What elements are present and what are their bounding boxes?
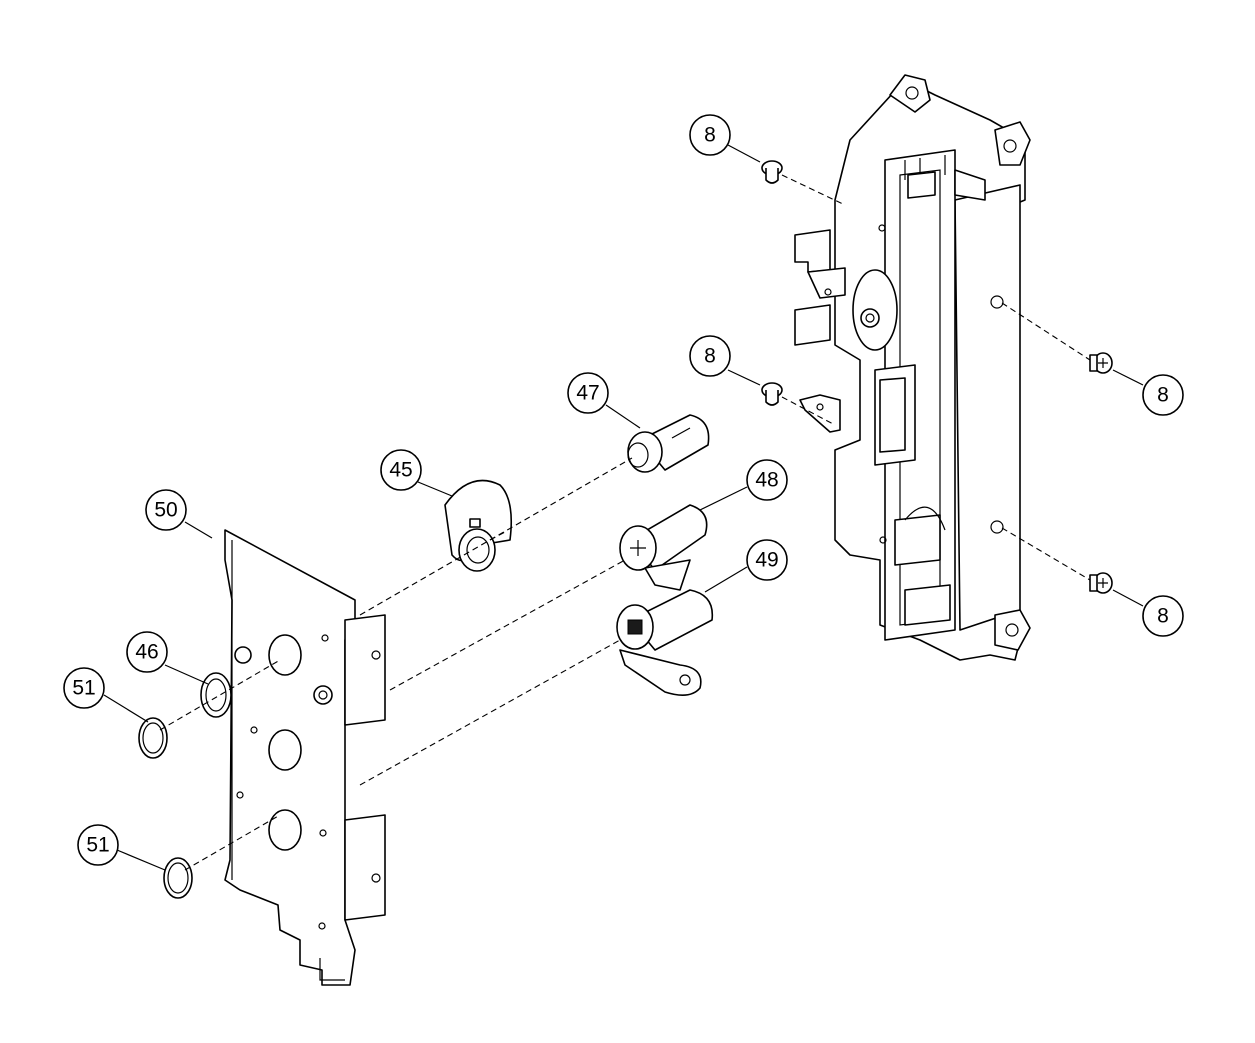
callout-label: 8 <box>1157 384 1169 407</box>
callout-8-right-lower: 8 <box>1142 595 1184 637</box>
leader-lines <box>103 144 1144 871</box>
cam-disc <box>444 479 513 572</box>
shaft-48 <box>619 504 708 591</box>
callout-49: 49 <box>746 539 788 581</box>
callout-label: 51 <box>72 677 95 700</box>
screw-right-upper <box>1089 352 1113 374</box>
screw-right-lower <box>1089 572 1113 594</box>
callout-label: 51 <box>86 834 109 857</box>
callout-47: 47 <box>567 372 609 414</box>
washer-46 <box>200 672 232 718</box>
callout-50: 50 <box>145 489 187 531</box>
callout-label: 8 <box>704 345 716 368</box>
callout-label: 8 <box>1157 605 1169 628</box>
callout-label: 48 <box>755 469 778 492</box>
callout-51-lower: 51 <box>77 824 119 866</box>
callout-8-right-upper: 8 <box>1142 374 1184 416</box>
shaft-47 <box>627 414 710 473</box>
callout-48: 48 <box>746 459 788 501</box>
callout-label: 50 <box>154 499 177 522</box>
callout-label: 47 <box>576 382 599 405</box>
callout-45: 45 <box>380 449 422 491</box>
e-ring-upper <box>138 717 168 759</box>
callout-label: 8 <box>704 124 716 147</box>
shaft-49 <box>616 589 714 696</box>
callout-8-middle-left: 8 <box>689 335 731 377</box>
frame-housing <box>794 74 1031 661</box>
callout-label: 49 <box>755 549 778 572</box>
screw-middle-left <box>761 382 783 406</box>
base-plate <box>224 529 386 986</box>
callout-label: 46 <box>135 641 158 664</box>
e-ring-lower <box>163 857 193 899</box>
callout-46: 46 <box>126 631 168 673</box>
screw-top-left <box>761 160 783 184</box>
callout-8-top-left: 8 <box>689 114 731 156</box>
callout-label: 45 <box>389 459 412 482</box>
assembly-lines <box>159 174 1091 871</box>
callout-51-upper: 51 <box>63 667 105 709</box>
